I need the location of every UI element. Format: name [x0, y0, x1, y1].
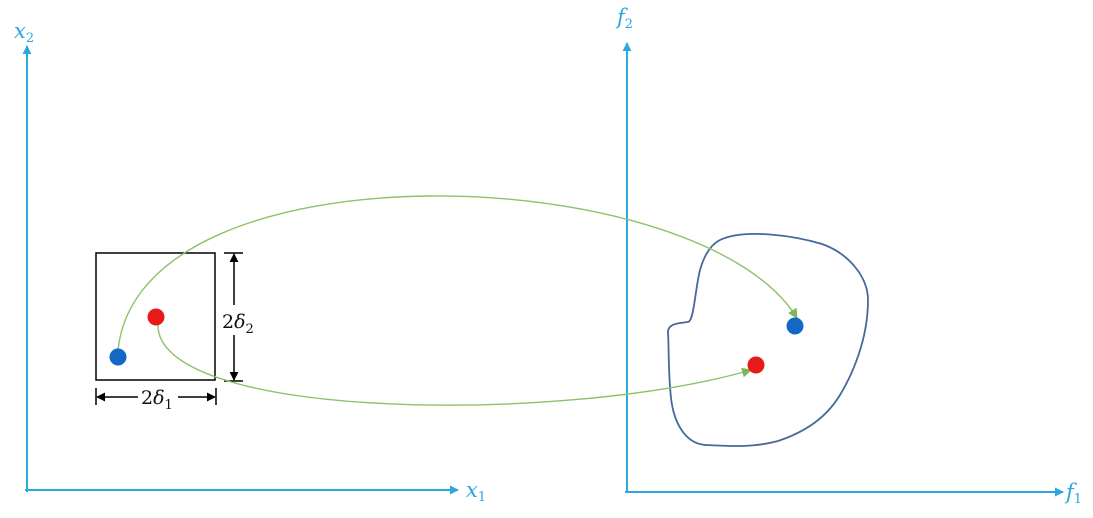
- left-x-axis-label: x1: [466, 478, 486, 505]
- objective-point-red: [747, 356, 765, 374]
- width-dimension-label: 2δ1: [141, 387, 173, 413]
- right-y-axis-label: f2: [615, 5, 633, 32]
- right-axes: f2 f1: [615, 5, 1082, 507]
- left-y-axis-label: x2: [14, 19, 34, 46]
- mapping-arrow-blue: [117, 195, 798, 351]
- objective-point-blue: [786, 317, 804, 335]
- perturbation-rectangle: [95, 252, 216, 381]
- decision-point-blue: [109, 348, 127, 366]
- left-axes: x2 x1: [14, 19, 486, 505]
- height-dimension-label: 2δ2: [222, 311, 254, 337]
- decision-point-red: [147, 308, 165, 326]
- width-label-bg: [138, 386, 178, 410]
- uncertainty-box: 2δ1 2δ2: [95, 252, 262, 413]
- height-label-bg: [220, 305, 262, 335]
- mapping-arrow-red: [157, 321, 752, 406]
- right-x-axis-label: f1: [1064, 480, 1082, 507]
- objective-region-outline: [667, 232, 869, 447]
